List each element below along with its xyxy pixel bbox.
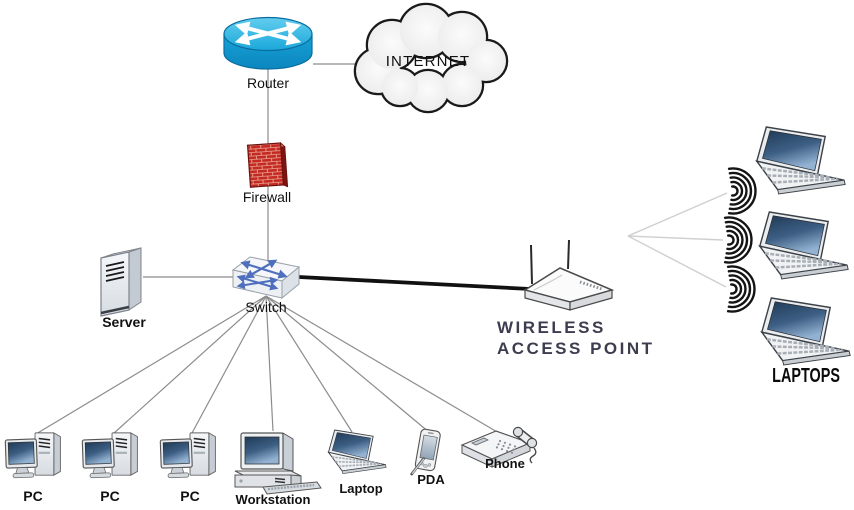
- server-label: Server: [102, 314, 146, 330]
- edge-switch-wap: [298, 275, 531, 291]
- router-label: Router: [246, 75, 290, 91]
- firewall-label: Firewall: [242, 189, 292, 205]
- router-icon: [223, 16, 313, 70]
- edge-switch-pda: [265, 295, 431, 434]
- edge-wap-laptop2: [627, 235, 724, 241]
- edge-switch-phone: [265, 295, 505, 437]
- workstation-label: Workstation: [235, 492, 311, 507]
- laptops-label-text: LAPTOPS: [772, 365, 840, 387]
- pc2-icon: [81, 432, 139, 479]
- pc1-label: PC: [23, 488, 43, 504]
- workstation-icon: [234, 432, 322, 495]
- edge-switch-laptop: [265, 295, 353, 433]
- edge-switch-pc3: [191, 295, 267, 434]
- pc3-icon: [159, 432, 217, 479]
- edge-switch-pc2: [112, 295, 267, 435]
- wireless-laptop-icon-3: [760, 296, 852, 367]
- laptop-label: Laptop: [339, 481, 383, 496]
- phone-icon: [460, 426, 538, 468]
- internet-label: INTERNET: [385, 53, 471, 70]
- pda-icon: [410, 428, 441, 476]
- wifi-signal-icon-1: [727, 167, 757, 215]
- pc3-label: PC: [180, 488, 200, 504]
- pc1-icon: [4, 432, 62, 479]
- phone-label: Phone: [485, 456, 525, 471]
- wifi-signal-icon-2: [723, 216, 753, 264]
- pda-label: PDA: [417, 472, 445, 487]
- wap-label-line1: WIRELESS: [497, 318, 606, 337]
- laptop-icon: [327, 429, 387, 475]
- laptops-label: LAPTOPS: [746, 365, 854, 387]
- server-icon: [100, 247, 142, 317]
- wireless-access-point-label: WIRELESS ACCESS POINT: [497, 317, 655, 359]
- edge-switch-pc1: [35, 295, 267, 435]
- edge-wap-laptop3: [627, 235, 727, 288]
- firewall-icon: [246, 141, 289, 188]
- wifi-signal-icon-3: [726, 265, 756, 313]
- edge-wap-laptop1: [627, 192, 728, 237]
- switch-icon: [231, 256, 301, 300]
- wireless-laptop-icon-2: [758, 210, 850, 281]
- edge-layer: [35, 63, 728, 437]
- pc2-label: PC: [100, 488, 120, 504]
- switch-label: Switch: [245, 299, 287, 315]
- internet-cloud-icon: [353, 2, 509, 114]
- wireless-access-point-icon: [523, 239, 615, 311]
- wap-label-line2: ACCESS POINT: [497, 339, 655, 358]
- edge-switch-workstation: [265, 295, 274, 432]
- wireless-laptop-icon-1: [755, 125, 847, 196]
